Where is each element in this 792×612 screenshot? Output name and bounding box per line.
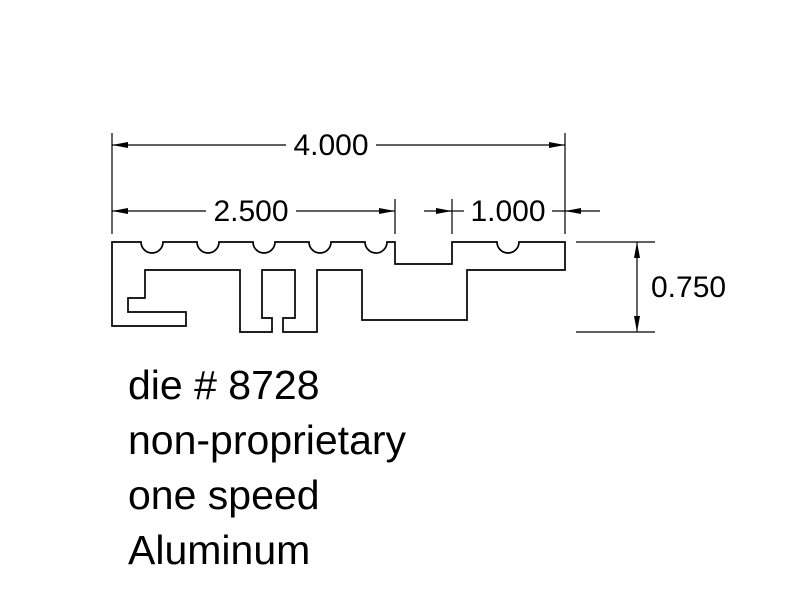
note-proprietary: non-proprietary [128, 417, 407, 463]
dimension-text-overall-width: 4.000 [293, 129, 368, 162]
note-material: Aluminum [128, 527, 310, 573]
arrowhead [379, 208, 395, 214]
arrowhead [112, 208, 128, 214]
arrowhead [436, 208, 452, 214]
arrowhead [565, 208, 581, 214]
dimension-left-section: 2.500 [112, 195, 396, 234]
drawing-notes: die # 8728 non-proprietary one speed Alu… [128, 362, 407, 573]
note-speed: one speed [128, 472, 320, 518]
arrowhead [549, 142, 565, 148]
arrowhead [634, 242, 640, 258]
dimension-text-height: 0.750 [651, 271, 726, 304]
arrowhead [634, 316, 640, 332]
dimension-overall-width: 4.000 [111, 129, 566, 234]
extrusion-profile-outline [111, 241, 566, 333]
arrowhead [112, 142, 128, 148]
dimension-text-left-section: 2.500 [213, 195, 288, 228]
note-die-number: die # 8728 [128, 362, 320, 408]
dimension-height: 0.750 [576, 241, 726, 333]
dimension-right-section: 1.000 [424, 195, 600, 234]
dimension-text-right-section: 1.000 [470, 195, 545, 228]
